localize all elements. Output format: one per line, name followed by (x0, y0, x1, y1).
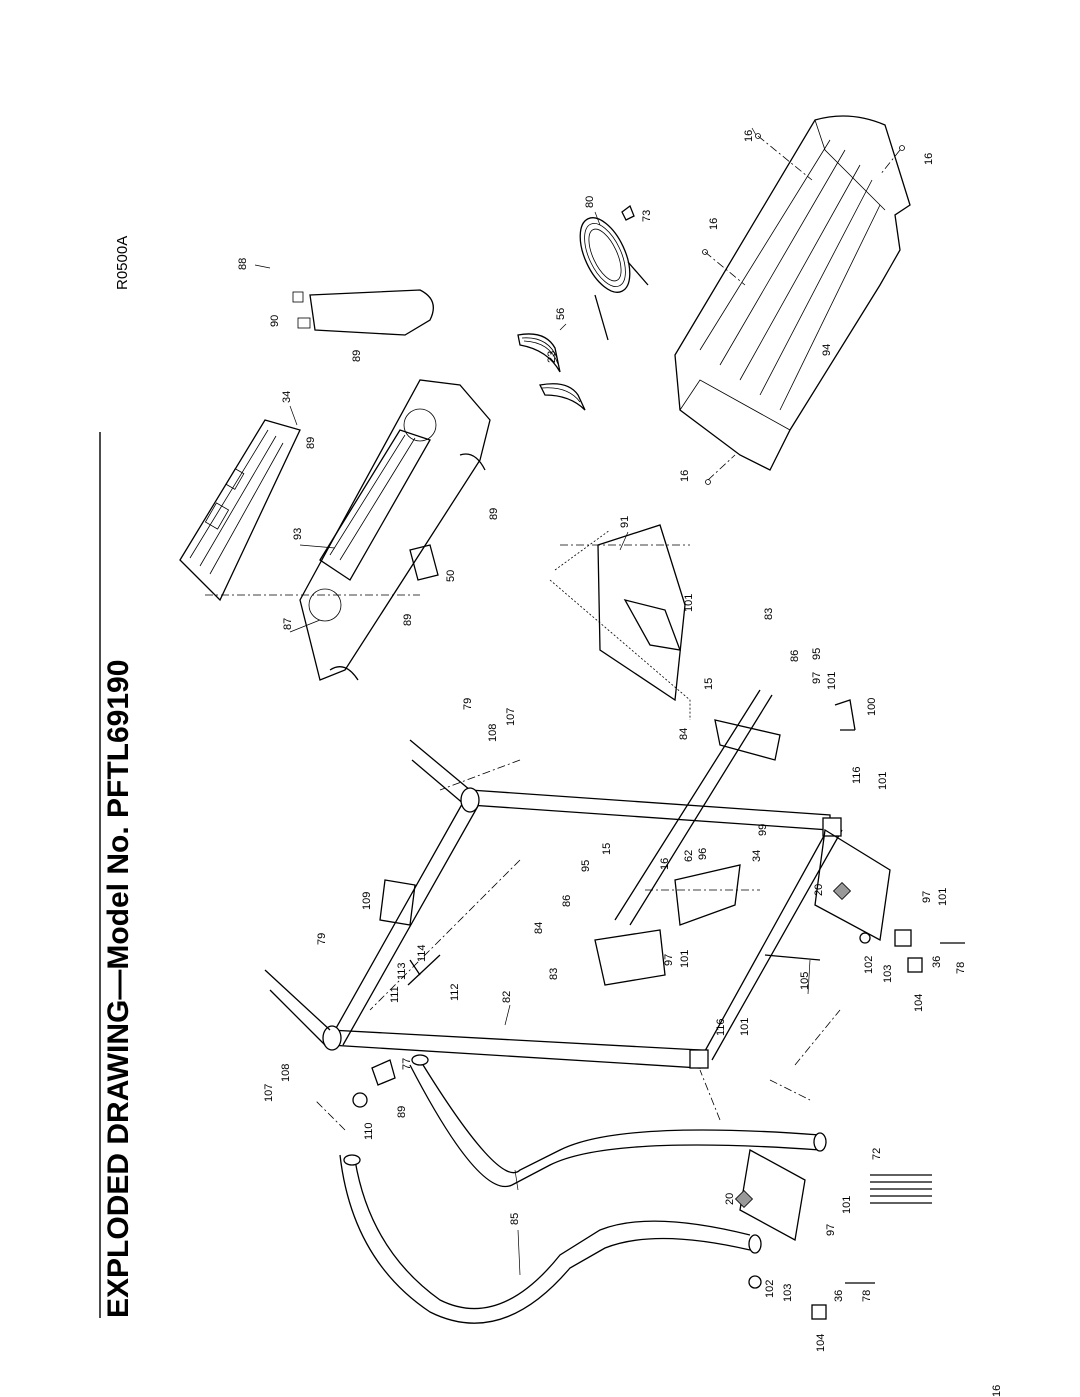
callout-36: 36 (931, 956, 943, 968)
callout-97: 97 (663, 954, 675, 966)
callout-89: 89 (402, 614, 414, 626)
callout-82: 82 (501, 991, 513, 1003)
callout-102: 102 (863, 956, 875, 974)
shroud-91 (549, 524, 691, 720)
assembly-centerlines (205, 544, 841, 1131)
callout-102: 102 (764, 1280, 776, 1298)
callout-77: 77 (401, 1058, 413, 1070)
callout-108: 108 (280, 1064, 292, 1082)
callout-20: 20 (813, 884, 825, 896)
drawing-code: R0500A (114, 236, 131, 290)
callout-95: 95 (811, 648, 823, 660)
callout-78: 78 (861, 1290, 873, 1302)
callout-101: 101 (679, 950, 691, 968)
callout-110: 110 (363, 1122, 375, 1140)
callout-101: 101 (937, 888, 949, 906)
cable-assembly (579, 204, 649, 341)
callout-85: 85 (509, 1213, 521, 1225)
callout-99: 99 (757, 824, 769, 836)
callout-79: 79 (462, 698, 474, 710)
callout-83: 83 (763, 608, 775, 620)
frame-assembly (264, 689, 912, 1242)
callout-90: 90 (269, 315, 281, 327)
callout-20: 20 (724, 1193, 736, 1205)
callout-72: 72 (871, 1148, 883, 1160)
callout-87: 87 (282, 618, 294, 630)
callout-56: 56 (555, 308, 567, 320)
callout-116: 116 (715, 1018, 727, 1036)
callout-34: 34 (281, 391, 293, 403)
callout-79: 79 (316, 933, 328, 945)
callout-97: 97 (921, 891, 933, 903)
callout-91: 91 (619, 516, 631, 528)
callout-84: 84 (678, 728, 690, 740)
console-assembly (179, 379, 491, 681)
callout-96: 96 (697, 848, 709, 860)
hardware-glyphs (352, 699, 965, 1320)
callout-101: 101 (841, 1196, 853, 1214)
handrail-85 (339, 1054, 827, 1324)
leader-lines (254, 127, 811, 1276)
callout-97: 97 (825, 1224, 837, 1236)
callout-103: 103 (782, 1284, 794, 1302)
wire-harness (517, 333, 586, 411)
callout-73: 73 (641, 210, 653, 222)
callout-116: 116 (851, 766, 863, 784)
callout-86: 86 (561, 895, 573, 907)
callout-104: 104 (815, 1334, 827, 1352)
callout-16: 16 (708, 218, 720, 230)
callout-89: 89 (488, 508, 500, 520)
callout-93: 93 (292, 528, 304, 540)
callout-16: 16 (659, 858, 671, 870)
callout-88: 88 (237, 258, 249, 270)
callout-101: 101 (683, 594, 695, 612)
callout-16: 16 (743, 130, 755, 142)
callout-50: 50 (445, 570, 457, 582)
callout-15: 15 (703, 678, 715, 690)
callout-104: 104 (913, 994, 925, 1012)
callout-84: 84 (533, 922, 545, 934)
callout-114: 114 (416, 944, 428, 962)
callout-86: 86 (789, 650, 801, 662)
callout-111: 111 (389, 986, 401, 1003)
callout-108: 108 (487, 724, 499, 742)
title-block: EXPLODED DRAWING—Model No. PFTL69190 R05… (99, 236, 135, 1318)
motor-hood (674, 115, 911, 485)
callout-112: 112 (449, 983, 461, 1001)
drawing-title: EXPLODED DRAWING—Model No. PFTL69190 (102, 660, 135, 1318)
callout-107: 107 (505, 708, 517, 726)
callout-80: 80 (584, 196, 596, 208)
bracket-90 (292, 289, 434, 336)
callout-95: 95 (580, 860, 592, 872)
callout-103: 103 (882, 965, 894, 983)
callout-94: 94 (821, 344, 833, 356)
callout-23: 23 (546, 351, 558, 363)
callout-labels: 16 16 16 16 80 73 90 56 23 94 89 34 88 8… (237, 130, 1003, 1397)
callout-105: 105 (799, 972, 811, 990)
callout-89: 89 (305, 437, 317, 449)
callout-107: 107 (263, 1084, 275, 1102)
callout-101: 101 (739, 1018, 751, 1036)
callout-100: 100 (866, 698, 878, 716)
callout-62: 62 (683, 850, 695, 862)
callout-34: 34 (751, 850, 763, 862)
callout-36: 36 (833, 1290, 845, 1302)
callout-89: 89 (396, 1106, 408, 1118)
callout-101: 101 (877, 772, 889, 790)
callout-89: 89 (351, 350, 363, 362)
callout-97: 97 (811, 672, 823, 684)
callout-101: 101 (826, 672, 838, 690)
callout-16: 16 (679, 470, 691, 482)
callout-113: 113 (396, 962, 408, 980)
callout-83: 83 (548, 968, 560, 980)
callout-16: 16 (923, 153, 935, 165)
callout-78: 78 (955, 962, 967, 974)
callout-15: 15 (601, 843, 613, 855)
callout-109: 109 (361, 892, 373, 910)
callout-16: 16 (991, 1385, 1003, 1397)
